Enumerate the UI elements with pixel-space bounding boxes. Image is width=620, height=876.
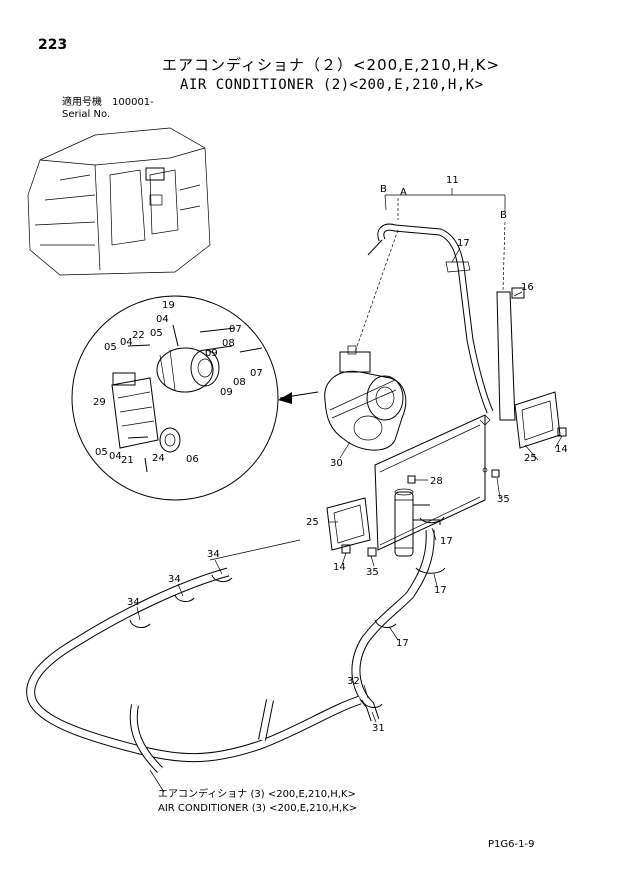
callout-28: 28	[430, 476, 443, 487]
callout-29: 29	[93, 397, 106, 408]
callout-25-left: 25	[306, 517, 319, 528]
callout-34-mid: 34	[168, 574, 181, 585]
callout-21: 21	[121, 455, 134, 466]
callout-30: 30	[330, 458, 343, 469]
page-number: 223	[38, 37, 68, 53]
callout-08-right: 08	[233, 377, 246, 388]
receiver-dryer	[394, 488, 441, 557]
hose-11	[367, 223, 494, 414]
callout-07-top: 07	[229, 324, 242, 335]
callout-24: 24	[152, 453, 165, 464]
callout-14-left: 14	[333, 562, 346, 573]
bolts	[341, 427, 567, 557]
callout-b-right: B	[500, 210, 507, 221]
callout-04-top: 04	[156, 314, 169, 325]
callout-14-right: 14	[555, 444, 568, 455]
callout-35-right: 35	[497, 494, 510, 505]
title-japanese: エアコンディショナ（２）<200,E,210,H,K>	[162, 56, 501, 74]
callout-11: 11	[446, 175, 459, 186]
compressor-detail-circle	[71, 295, 279, 501]
callout-16: 16	[521, 282, 534, 293]
reference-japanese: エアコンディショナ (3) <200,E,210,H,K>	[158, 789, 356, 800]
callout-22: 22	[132, 330, 145, 341]
reference-english: AIR CONDITIONER (3) <200,E,210,H,K>	[158, 803, 358, 814]
callout-17-lower: 17	[434, 585, 447, 596]
callout-34-left: 34	[127, 597, 140, 608]
callout-19: 19	[162, 300, 175, 311]
callout-07-right: 07	[250, 368, 263, 379]
callout-17-bottom: 17	[396, 638, 409, 649]
serial-label-english: Serial No.	[62, 109, 111, 120]
callout-25-right: 25	[524, 453, 537, 464]
title-english: AIR CONDITIONER (2)<200,E,210,H,K>	[180, 77, 484, 93]
callout-17-mid: 17	[440, 536, 453, 547]
lower-hose	[26, 529, 435, 773]
callout-06: 06	[186, 454, 199, 465]
callout-09-right: 09	[220, 387, 233, 398]
callout-04-mid: 04	[120, 337, 133, 348]
callout-17-top: 17	[457, 238, 470, 249]
serial-label-japanese: 適用号機 100001-	[62, 97, 154, 108]
callout-labels: 11 B A B 17 16 19 04 07 22 05 04 05 08 0…	[93, 175, 568, 734]
callout-34-right: 34	[207, 549, 220, 560]
condenser	[374, 414, 491, 551]
callout-b-left: B	[380, 184, 387, 195]
clamps	[129, 516, 446, 708]
drawing-code: P1G6-1-9	[488, 839, 535, 850]
machine-outline	[27, 127, 211, 276]
callout-31: 31	[372, 723, 385, 734]
callout-05-top: 05	[150, 328, 163, 339]
callout-05-left: 05	[104, 342, 117, 353]
callout-a: A	[400, 187, 407, 198]
leader-lines	[136, 247, 563, 793]
callout-04-bottom: 04	[109, 451, 122, 462]
callout-08-top: 08	[222, 338, 235, 349]
callout-32: 32	[347, 676, 360, 687]
callout-35-left: 35	[366, 567, 379, 578]
callout-09-top: 09	[205, 348, 218, 359]
callout-05-bottom: 05	[95, 447, 108, 458]
compressor-assembly	[324, 345, 407, 451]
